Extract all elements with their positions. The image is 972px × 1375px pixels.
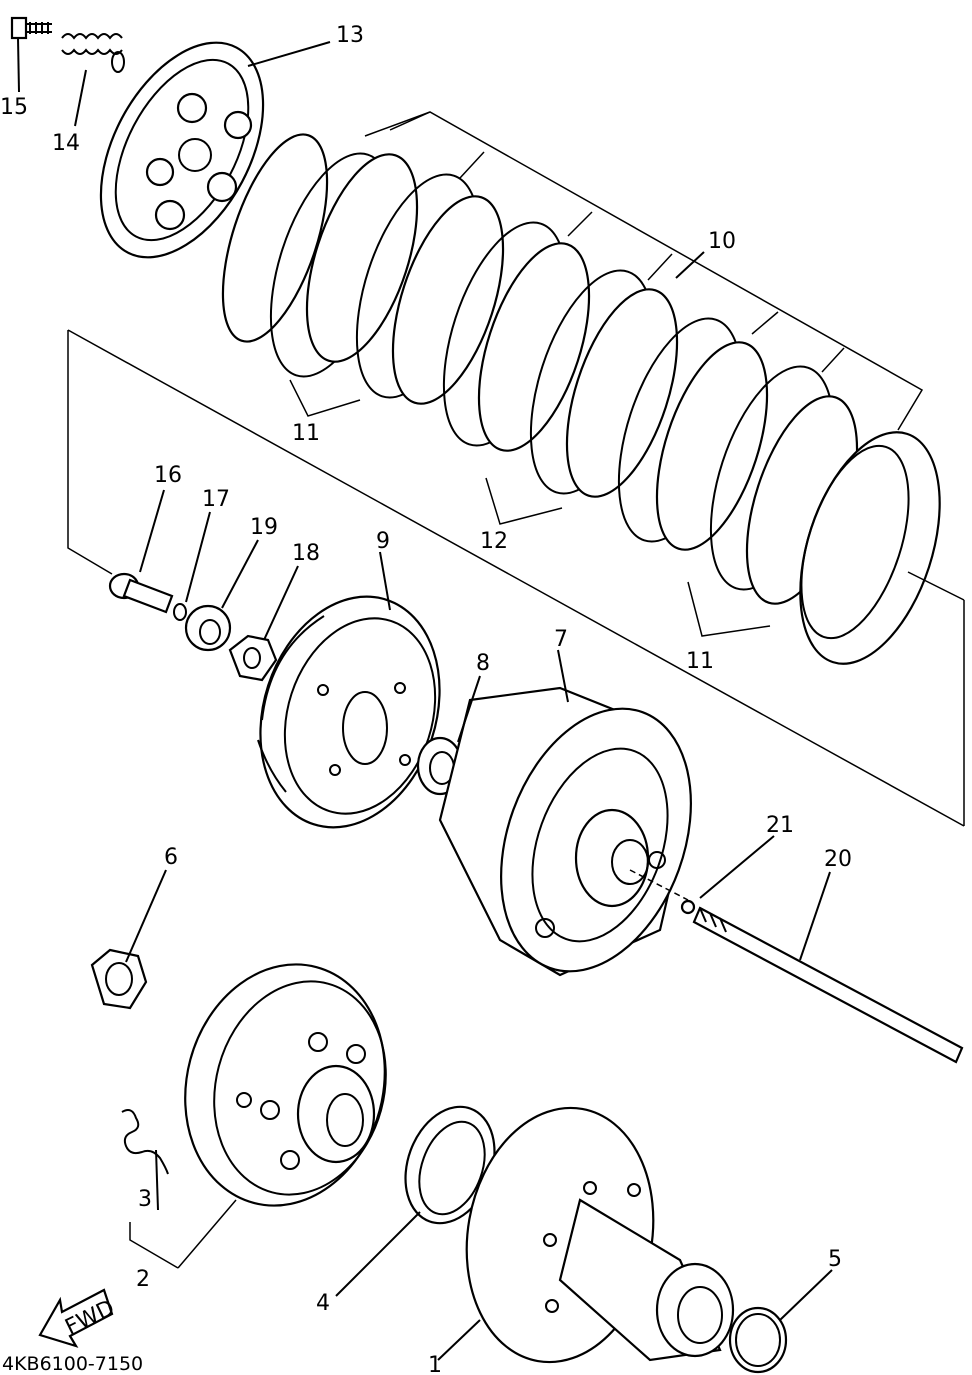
label-11-lower: 11 [686,649,714,674]
grouping-lines [67,111,965,1269]
label-2: 2 [136,1267,150,1292]
clutch-plate-stack [221,133,941,665]
lock-washer-part-18 [228,634,278,682]
label-1: 1 [428,1353,442,1375]
leader-lines [17,37,833,1361]
label-5: 5 [828,1247,842,1272]
label-10: 10 [708,229,736,254]
push-rod-part-20 [692,906,964,1064]
label-9: 9 [376,529,390,554]
nut-part-6 [90,948,148,1010]
label-16: 16 [154,463,182,488]
diagram-code: 4KB6100-7150 [2,1353,143,1375]
push-rod-part-16 [108,572,174,614]
primary-driven-gear-part-9 [257,595,441,829]
o-ring-part-5 [728,1306,788,1374]
label-19: 19 [250,515,278,540]
label-7: 7 [554,627,568,652]
label-4: 4 [316,1291,330,1316]
bearing-part-19 [184,604,232,652]
label-17: 17 [202,487,230,512]
label-14: 14 [52,131,80,156]
primary-drive-housing-part-1 [465,1106,735,1364]
pressure-plate-part-13 [99,41,265,259]
label-20: 20 [824,847,852,872]
spring-part-14 [61,33,125,73]
label-12: 12 [480,529,508,554]
label-15: 15 [0,95,28,120]
fwd-arrow-icon: FWD [38,1288,119,1348]
label-11-upper: 11 [292,421,320,446]
centrifugal-clutch-part-2 [184,963,387,1207]
label-6: 6 [164,845,178,870]
label-3: 3 [138,1187,152,1212]
ball-part-17 [173,603,187,621]
part-number-labels: 13 14 15 10 11 12 11 16 17 19 18 9 8 7 2… [0,23,852,1375]
ball-part-21 [680,899,696,915]
clutch-boss-part-7 [438,686,692,977]
spring-part-3 [121,1109,169,1175]
bolt-part-15 [10,16,52,40]
label-8: 8 [476,651,490,676]
label-21: 21 [766,813,794,838]
label-18: 18 [292,541,320,566]
label-13: 13 [336,23,364,48]
